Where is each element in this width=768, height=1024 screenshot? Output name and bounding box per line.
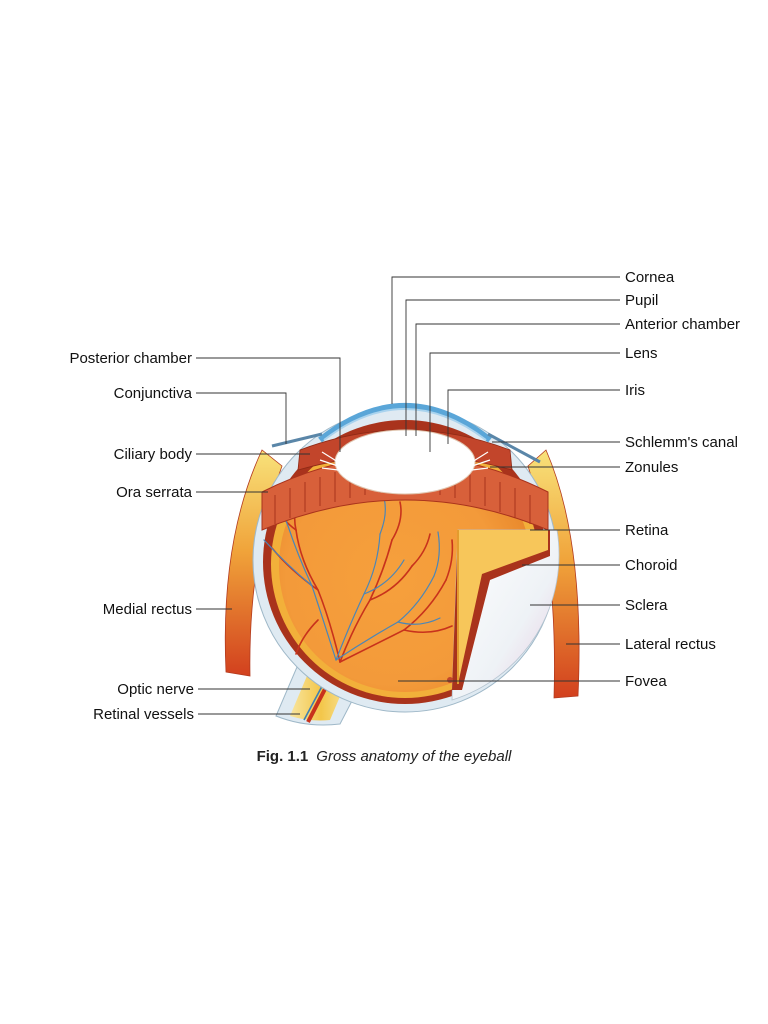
cornea-arc-highlight (323, 408, 487, 441)
cornea-arc (318, 403, 492, 443)
conjunctiva-left (271, 432, 323, 448)
label-retinal-vessels: Retinal vessels (93, 706, 194, 723)
label-lateral-rectus: Lateral rectus (625, 636, 716, 653)
caption-text: Gross anatomy of the eyeball (316, 748, 512, 765)
label-fovea: Fovea (625, 673, 667, 690)
labels-left: Posterior chamber Conjunctiva Ciliary bo… (69, 350, 194, 723)
label-zonules: Zonules (625, 459, 678, 476)
label-choroid: Choroid (625, 557, 678, 574)
conjunctiva-right (487, 432, 541, 464)
label-lens: Lens (625, 345, 658, 362)
lens-shape (334, 429, 476, 495)
labels-right: Cornea Pupil Anterior chamber Lens Iris … (625, 269, 740, 690)
figure-caption: Fig. 1.1 Gross anatomy of the eyeball (0, 748, 768, 772)
retinal-vessels-network (263, 491, 454, 663)
label-retina: Retina (625, 522, 669, 539)
label-medial-rectus: Medial rectus (103, 601, 192, 618)
leader-lines-left (196, 357, 341, 715)
label-ciliary-body: Ciliary body (114, 446, 193, 463)
caption-number: Fig. 1.1 (256, 748, 309, 765)
fovea-spot (447, 677, 453, 683)
label-ora-serrata: Ora serrata (116, 484, 193, 501)
label-sclera: Sclera (625, 597, 668, 614)
label-schlemms-canal: Schlemm's canal (625, 434, 738, 451)
zonule-fibers (319, 451, 491, 471)
label-pupil: Pupil (625, 292, 658, 309)
label-optic-nerve: Optic nerve (117, 681, 194, 698)
label-posterior-chamber: Posterior chamber (69, 350, 192, 367)
label-anterior-chamber: Anterior chamber (625, 316, 740, 333)
leader-lines-right (391, 276, 620, 682)
label-iris: Iris (625, 382, 645, 399)
cutaway-retina (458, 530, 548, 684)
label-conjunctiva: Conjunctiva (114, 385, 193, 402)
label-cornea: Cornea (625, 269, 675, 286)
